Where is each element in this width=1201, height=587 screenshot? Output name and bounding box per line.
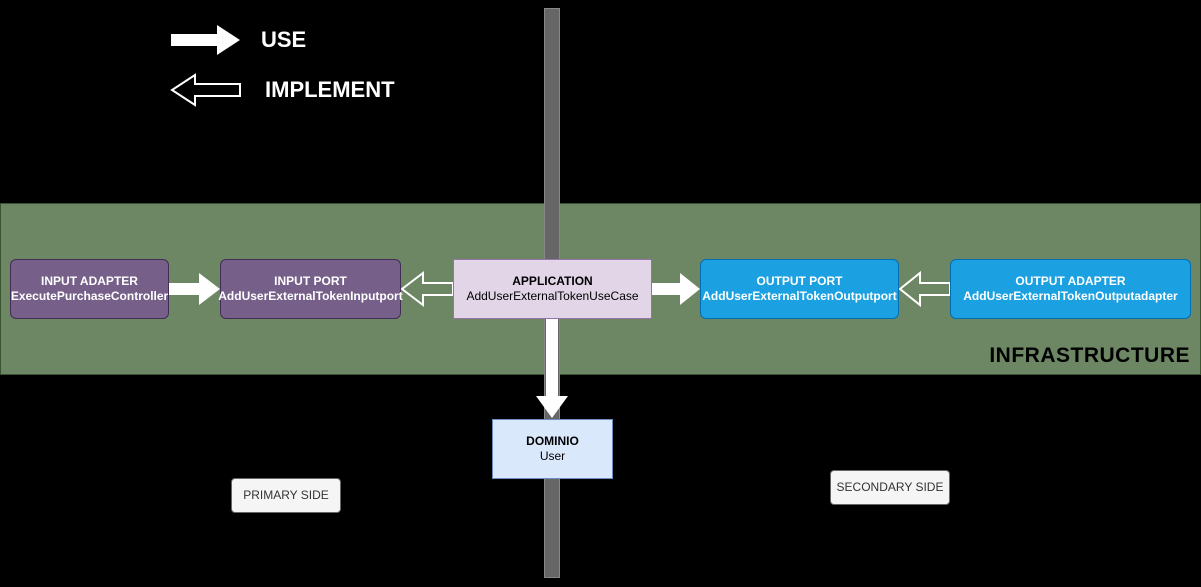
application-title: APPLICATION [512, 274, 593, 288]
arrow-application-to-dominio [536, 318, 568, 418]
arrow-application-implements-input-port [400, 270, 454, 308]
output-adapter-title: OUTPUT ADAPTER [1015, 274, 1126, 288]
infrastructure-label: INFRASTRUCTURE [989, 344, 1190, 367]
application-box[interactable]: APPLICATION AddUserExternalTokenUseCase [453, 259, 652, 319]
dominio-name: User [539, 449, 566, 463]
output-adapter-box[interactable]: OUTPUT ADAPTER AddUserExternalTokenOutpu… [950, 259, 1191, 319]
input-adapter-name: ExecutePurchaseController [10, 289, 169, 303]
input-port-name: AddUserExternalTokenInputport [218, 289, 403, 303]
dominio-title: DOMINIO [526, 434, 579, 448]
input-adapter-box[interactable]: INPUT ADAPTER ExecutePurchaseController [10, 259, 169, 319]
arrow-adapter-to-input-port [169, 273, 220, 305]
arrow-output-adapter-implements-output-port [898, 270, 951, 308]
output-port-title: OUTPUT PORT [756, 274, 843, 288]
output-port-box[interactable]: OUTPUT PORT AddUserExternalTokenOutputpo… [700, 259, 899, 319]
input-adapter-title: INPUT ADAPTER [41, 274, 138, 288]
output-adapter-name: AddUserExternalTokenOutputadapter [963, 289, 1178, 303]
dominio-box[interactable]: DOMINIO User [492, 419, 613, 479]
legend-use-label: USE [261, 27, 307, 52]
application-name: AddUserExternalTokenUseCase [466, 289, 639, 303]
secondary-side-label: SECONDARY SIDE [830, 470, 950, 505]
input-port-box[interactable]: INPUT PORT AddUserExternalTokenInputport [218, 259, 403, 319]
legend-implement-label: IMPLEMENT [265, 77, 395, 102]
legend-implement-arrow [170, 73, 241, 107]
legend-use-arrow [171, 25, 240, 55]
primary-side-label: PRIMARY SIDE [231, 478, 341, 513]
output-port-name: AddUserExternalTokenOutputport [702, 289, 897, 303]
input-port-title: INPUT PORT [274, 274, 347, 288]
arrow-application-to-output-port [652, 273, 700, 305]
